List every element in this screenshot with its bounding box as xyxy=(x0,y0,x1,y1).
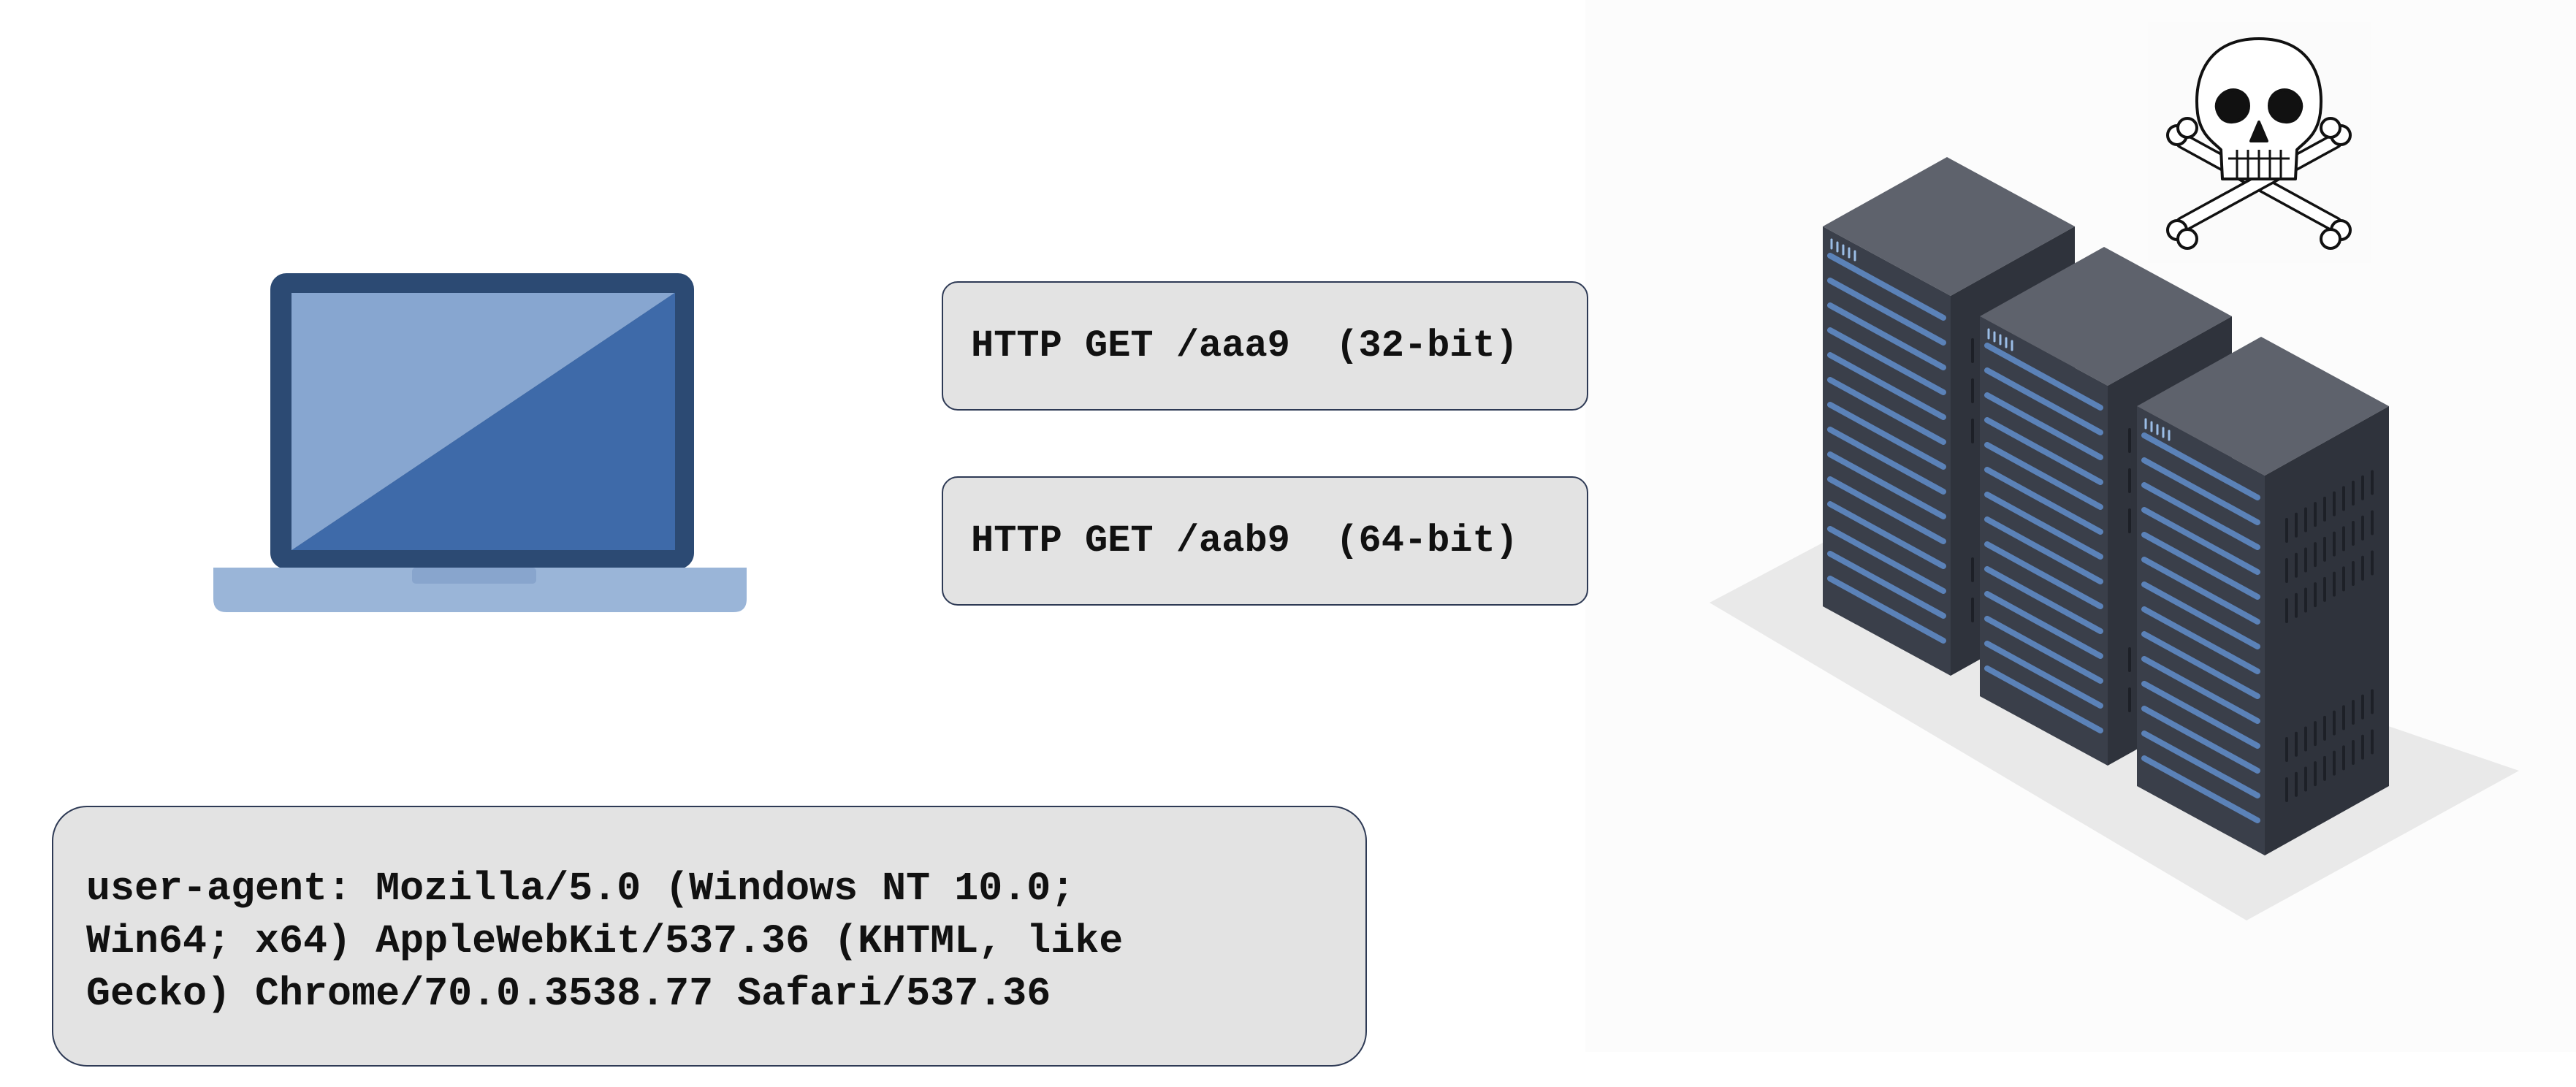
request-32bit-box: HTTP GET /aaa9 (32-bit) xyxy=(942,281,1588,411)
request-64bit-text: HTTP GET /aab9 (64-bit) xyxy=(971,519,1518,562)
rack-slot xyxy=(2141,706,2260,774)
rack-top xyxy=(1980,247,2232,386)
rack-front xyxy=(1980,316,2108,766)
rack-slot xyxy=(1827,551,1946,619)
rack-slot xyxy=(2141,656,2260,724)
rack-slot xyxy=(1827,278,1946,346)
rack-top xyxy=(2137,337,2389,476)
rack-slot xyxy=(1984,641,2103,709)
rack-slot xyxy=(1827,377,1946,445)
rack-slot xyxy=(1827,352,1946,420)
rack-top xyxy=(1823,157,2075,296)
request-64bit-box: HTTP GET /aab9 (64-bit) xyxy=(942,476,1588,606)
rack-slot xyxy=(1827,451,1946,519)
rack-slot xyxy=(1984,467,2103,535)
laptop-icon xyxy=(213,273,747,612)
rack-front xyxy=(1823,226,1951,676)
rack-slot xyxy=(2141,482,2260,550)
rack-slot xyxy=(2141,755,2260,823)
rack-slot xyxy=(1984,591,2103,659)
rack-slot xyxy=(1984,492,2103,560)
rack-front xyxy=(2137,406,2265,855)
user-agent-line-1: user-agent: Mozilla/5.0 (Windows NT 10.0… xyxy=(86,866,1075,912)
rack-slot xyxy=(1984,516,2103,584)
rack-slot xyxy=(1827,253,1946,321)
rack-slot xyxy=(1984,541,2103,609)
rack-slot xyxy=(1984,367,2103,435)
rack-slot xyxy=(2141,681,2260,749)
rack-slot xyxy=(1984,442,2103,510)
rack-slot xyxy=(2141,532,2260,600)
skull-crossbones-icon xyxy=(2166,37,2352,250)
rack-slot xyxy=(2141,457,2260,525)
user-agent-line-2: Win64; x64) AppleWebKit/537.36 (KHTML, l… xyxy=(86,918,1124,964)
rack-slot xyxy=(2141,581,2260,649)
rack-slot xyxy=(1827,327,1946,395)
server-racks-icon xyxy=(1710,157,2519,920)
rack-slot xyxy=(2141,631,2260,699)
user-agent-box: user-agent: Mozilla/5.0 (Windows NT 10.0… xyxy=(52,806,1367,1067)
rack-slot xyxy=(2141,731,2260,798)
rack-slot xyxy=(2141,432,2260,500)
rack-slot xyxy=(1984,665,2103,733)
rack-slot xyxy=(1827,501,1946,569)
rack-slot xyxy=(1984,616,2103,684)
rack-slot xyxy=(1984,417,2103,485)
rack-slot xyxy=(2141,507,2260,575)
rack-slot xyxy=(2141,606,2260,674)
rack-slot xyxy=(1827,402,1946,470)
rack-slot xyxy=(2141,557,2260,625)
request-32bit-text: HTTP GET /aaa9 (32-bit) xyxy=(971,324,1518,367)
rack-slot xyxy=(1984,566,2103,634)
rack-slot xyxy=(1827,476,1946,544)
rack-slot xyxy=(1827,526,1946,594)
rack-slot xyxy=(1827,302,1946,370)
rack-side xyxy=(2265,406,2389,855)
rack-slot xyxy=(1827,427,1946,495)
rack-slot xyxy=(1827,576,1946,644)
rack-slot xyxy=(1984,392,2103,460)
user-agent-line-3: Gecko) Chrome/70.0.3538.77 Safari/537.36 xyxy=(86,971,1051,1017)
rack-slot xyxy=(1984,343,2103,411)
